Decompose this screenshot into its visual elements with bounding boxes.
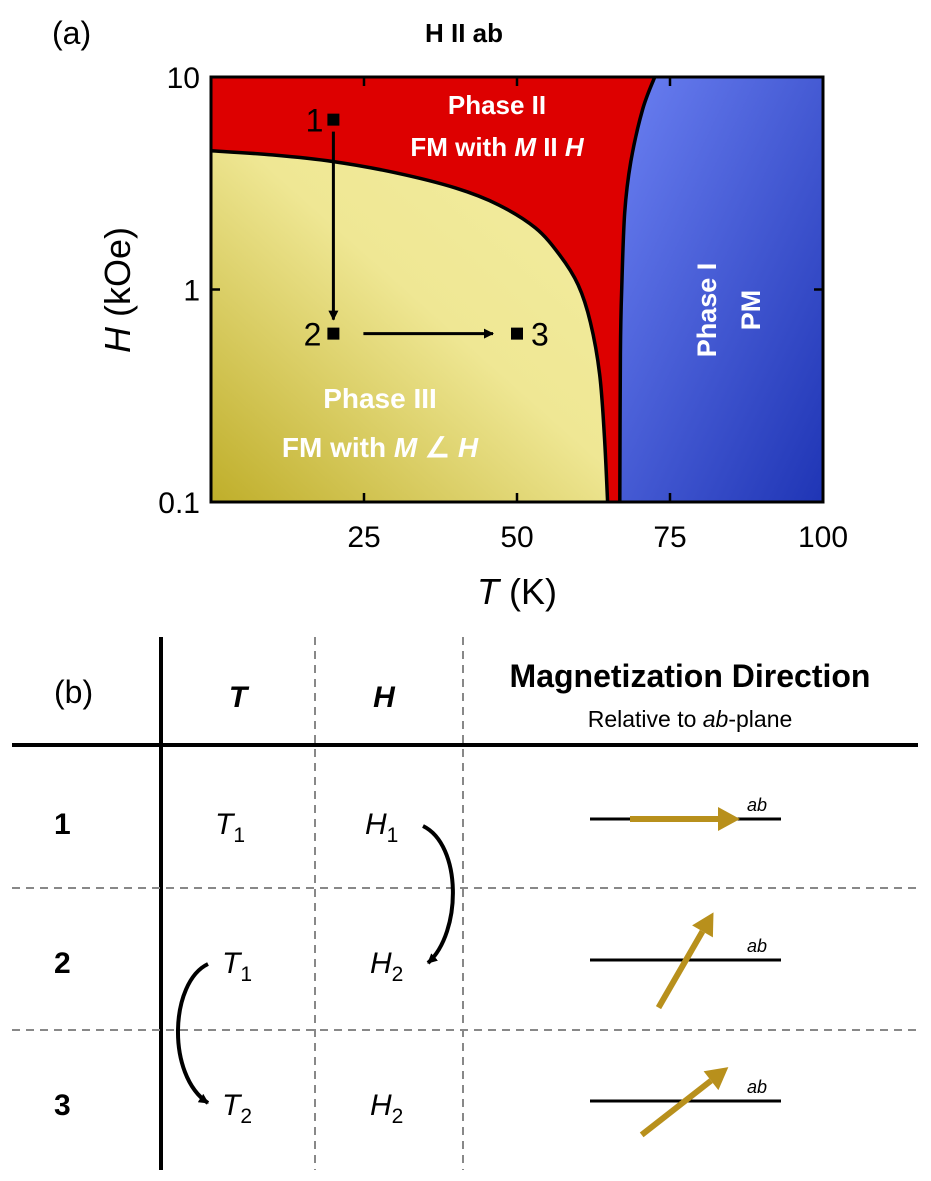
phase-iii-desc: FM with M ∠ H (282, 432, 479, 463)
arrow-shaft (655, 929, 706, 1010)
row-2-h: H2 (370, 947, 403, 986)
row-1-magnetization-arrow (630, 807, 740, 831)
row-1-ab-label: ab (747, 795, 767, 815)
plot-area (211, 77, 823, 502)
header-magnetization: Magnetization Direction (510, 658, 871, 694)
phase-ii-desc: FM with M II H (410, 132, 585, 162)
phase-i-desc: PM (736, 290, 766, 331)
y-tick-label: 1 (183, 275, 200, 308)
header-t: T (229, 681, 250, 714)
state-points: 1 2 3 (304, 103, 549, 353)
x-tick-label: 100 (798, 521, 848, 554)
row-1-id: 1 (54, 808, 71, 841)
state-point-1 (327, 113, 340, 126)
row-2-ab-label: ab (747, 936, 767, 956)
phase-i-region (619, 77, 823, 502)
row-1-t: T1 (215, 808, 245, 847)
t1-to-t2-curved-arrow (176, 962, 210, 1105)
header-subtitle: Relative to ab-plane (588, 706, 793, 732)
table-grid (12, 637, 918, 1170)
phase-ii-label: Phase II (448, 90, 546, 120)
row-3-id: 3 (54, 1089, 71, 1122)
x-tick-label: 25 (347, 521, 380, 554)
phase-iii-region (211, 150, 608, 502)
phase-i-label-group: Phase I PM (692, 263, 766, 358)
row-2-t: T1 (222, 947, 252, 986)
row-2-id: 2 (54, 947, 71, 980)
state-point-3 (511, 327, 523, 340)
y-tick-label: 10 (167, 62, 200, 95)
row-3-magnetization-arrow (639, 1067, 729, 1138)
phase-iii-label: Phase III (323, 383, 437, 414)
x-tick-label: 50 (500, 521, 533, 554)
header-h: H (373, 681, 396, 714)
arrow-head (703, 1067, 729, 1091)
chart-title: H II ab (425, 18, 503, 48)
state-point-label: 3 (531, 317, 549, 353)
phase-i-label: Phase I (692, 263, 722, 358)
x-tick-label: 75 (653, 521, 686, 554)
arrow-head (692, 912, 714, 938)
row-3-ab-label: ab (747, 1077, 767, 1097)
row-1-h: H1 (365, 808, 398, 847)
row-2-magnetization-arrow (655, 912, 714, 1010)
row-3-h: H2 (370, 1089, 403, 1128)
row-3-t: T2 (222, 1089, 252, 1128)
panel-a-label: (a) (52, 15, 91, 51)
y-tick-label: 0.1 (158, 487, 200, 520)
panel-b-label: (b) (54, 674, 93, 710)
phase-i-boundary-line (618, 77, 657, 502)
state-point-label: 1 (306, 103, 324, 139)
axis-ticks: 25 50 75 100 0.1 1 10 (158, 62, 848, 554)
y-axis-label: H (kOe) (97, 227, 138, 353)
arrow-head (718, 807, 740, 831)
state-point-2 (327, 327, 340, 340)
h1-to-h2-curved-arrow (422, 824, 455, 965)
arrow-shaft (639, 1078, 713, 1138)
x-axis-label: T (K) (477, 571, 557, 612)
state-point-label: 2 (304, 317, 322, 353)
